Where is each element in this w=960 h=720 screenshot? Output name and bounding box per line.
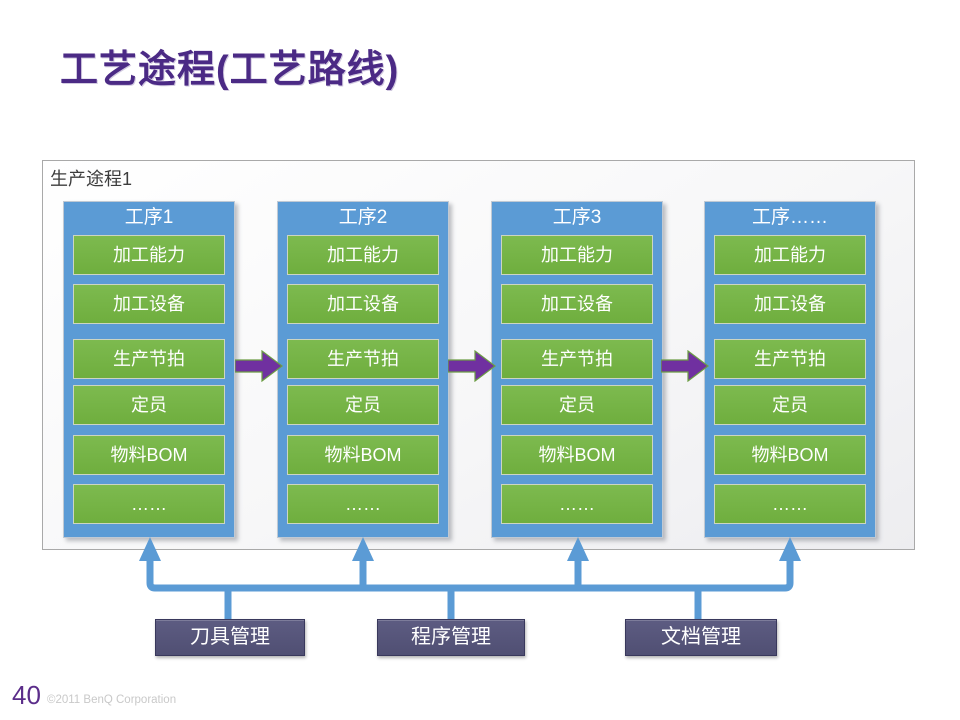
process-attribute: 物料BOM	[501, 435, 653, 475]
process-attribute: ……	[73, 484, 225, 524]
up-arrowhead-icon	[779, 537, 801, 561]
process-column-3: 工序3 加工能力 加工设备 生产节拍 定员 物料BOM ……	[491, 201, 663, 538]
process-attribute: 生产节拍	[73, 339, 225, 379]
up-arrowhead-icon	[352, 537, 374, 561]
process-attribute: ……	[287, 484, 439, 524]
process-attribute: 加工能力	[501, 235, 653, 275]
flow-right-arrow-icon	[661, 350, 709, 382]
panel-label: 生产途程1	[50, 169, 133, 189]
process-attribute: 加工设备	[287, 284, 439, 324]
process-attribute: ……	[714, 484, 866, 524]
process-attribute: 定员	[714, 385, 866, 425]
process-attribute: 定员	[73, 385, 225, 425]
program-management-box: 程序管理	[377, 619, 525, 656]
process-attribute: 物料BOM	[714, 435, 866, 475]
column-title: 工序3	[552, 207, 602, 228]
column-body: 加工能力 加工设备 生产节拍 定员 物料BOM ……	[64, 235, 234, 524]
process-attribute: 生产节拍	[287, 339, 439, 379]
process-attribute: 加工设备	[501, 284, 653, 324]
up-arrowhead-icon	[567, 537, 589, 561]
process-attribute: 加工能力	[73, 235, 225, 275]
process-column-1: 工序1 加工能力 加工设备 生产节拍 定员 物料BOM ……	[63, 201, 235, 538]
process-attribute: ……	[501, 484, 653, 524]
flow-right-arrow-icon	[448, 350, 496, 382]
column-title: 工序……	[751, 207, 828, 228]
process-attribute: 加工设备	[73, 284, 225, 324]
process-attribute: 加工能力	[714, 235, 866, 275]
process-column-2: 工序2 加工能力 加工设备 生产节拍 定员 物料BOM ……	[277, 201, 449, 538]
up-arrowhead-icon	[139, 537, 161, 561]
process-attribute: 生产节拍	[714, 339, 866, 379]
document-management-box: 文档管理	[625, 619, 777, 656]
connector-lines	[139, 537, 801, 620]
connector-path	[146, 556, 794, 620]
column-body: 加工能力 加工设备 生产节拍 定员 物料BOM ……	[492, 235, 662, 524]
column-body: 加工能力 加工设备 生产节拍 定员 物料BOM ……	[705, 235, 875, 524]
process-attribute: 加工能力	[287, 235, 439, 275]
process-attribute: 加工设备	[714, 284, 866, 324]
flow-right-arrow-icon	[235, 350, 283, 382]
column-title: 工序1	[124, 207, 174, 228]
process-attribute: 定员	[287, 385, 439, 425]
process-attribute: 物料BOM	[287, 435, 439, 475]
process-column-4: 工序…… 加工能力 加工设备 生产节拍 定员 物料BOM ……	[704, 201, 876, 538]
slide-title: 工艺途程(工艺路线)	[60, 49, 400, 91]
page-number: 40	[12, 680, 41, 710]
copyright-text: ©2011 BenQ Corporation	[47, 694, 177, 706]
process-attribute: 生产节拍	[501, 339, 653, 379]
process-attribute: 物料BOM	[73, 435, 225, 475]
process-attribute: 定员	[501, 385, 653, 425]
tool-management-box: 刀具管理	[155, 619, 305, 656]
column-title: 工序2	[338, 207, 388, 228]
column-body: 加工能力 加工设备 生产节拍 定员 物料BOM ……	[278, 235, 448, 524]
